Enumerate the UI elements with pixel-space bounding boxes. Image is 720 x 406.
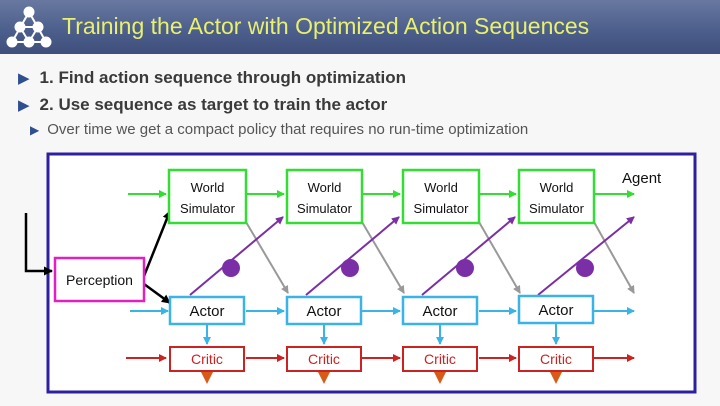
actor-box-4 xyxy=(517,294,595,325)
actor-label: Actor xyxy=(538,302,573,319)
world-simulator-label-line2: Simulator xyxy=(414,201,470,216)
critic-label: Critic xyxy=(424,351,456,367)
bullet-1: ▶ 1. Find action sequence through optimiz… xyxy=(18,68,406,88)
critic-box-3 xyxy=(402,346,478,372)
world-simulator-box-3 xyxy=(401,168,481,225)
bullet-arrow-icon: ▶ xyxy=(30,123,40,137)
world-simulator-label-line1: World xyxy=(308,180,342,195)
action-node xyxy=(222,259,240,277)
critic-box-4 xyxy=(518,346,594,372)
action-nodes xyxy=(222,259,594,277)
action-node xyxy=(576,259,594,277)
world-simulator-box-4 xyxy=(517,168,596,225)
actor-box-2 xyxy=(285,295,363,326)
critic-box-2 xyxy=(286,346,362,372)
world-simulator-label-line2: Simulator xyxy=(180,201,236,216)
action-node xyxy=(341,259,359,277)
world-simulator-box-2 xyxy=(285,168,364,225)
actor-label: Actor xyxy=(189,303,224,320)
gradient-arrows xyxy=(245,221,635,294)
bullet-1-text: 1. Find action sequence through optimiza… xyxy=(39,68,407,87)
perception-box xyxy=(53,256,146,303)
critic-label: Critic xyxy=(308,351,340,367)
critic-label: Critic xyxy=(191,351,223,367)
action-node xyxy=(456,259,474,277)
perception-label: Perception xyxy=(66,272,133,288)
critic-label: Critic xyxy=(540,351,572,367)
bullet-2: ▶ 2. Use sequence as target to train the … xyxy=(18,95,387,115)
perception-arrows xyxy=(142,210,172,305)
world-simulator-label-line1: World xyxy=(540,180,574,195)
input-arrow xyxy=(24,213,53,276)
actor-box-3 xyxy=(401,295,479,326)
world-simulator-label-line1: World xyxy=(191,180,225,195)
world-simulator-label-line1: World xyxy=(424,180,458,195)
sub-bullet-text: Over time we get a compact policy that r… xyxy=(47,121,529,138)
actor-label: Actor xyxy=(306,303,341,320)
world-simulator-label-line2: Simulator xyxy=(529,201,585,216)
critic-box-1 xyxy=(169,346,245,372)
triangle-logo-icon xyxy=(6,6,52,48)
bullet-2-text: 2. Use sequence as target to train the a… xyxy=(39,95,388,114)
world-simulator-label-line2: Simulator xyxy=(297,201,353,216)
actor-to-critic-arrows xyxy=(203,324,560,345)
slide-title: Training the Actor with Optimized Action… xyxy=(62,13,590,39)
bullet-arrow-icon: ▶ xyxy=(18,70,30,87)
bullet-arrow-icon: ▶ xyxy=(18,97,30,114)
action-arrows xyxy=(189,216,635,296)
title-bar: Training the Actor with Optimized Action… xyxy=(0,0,720,54)
agent-label: Agent xyxy=(622,170,662,187)
actor-label: Actor xyxy=(422,303,457,320)
critic-output-arrows xyxy=(201,372,562,384)
actor-box-1 xyxy=(168,295,246,326)
sub-bullet: ▶ Over time we get a compact policy that … xyxy=(30,121,528,138)
world-simulator-box-1 xyxy=(167,168,248,225)
